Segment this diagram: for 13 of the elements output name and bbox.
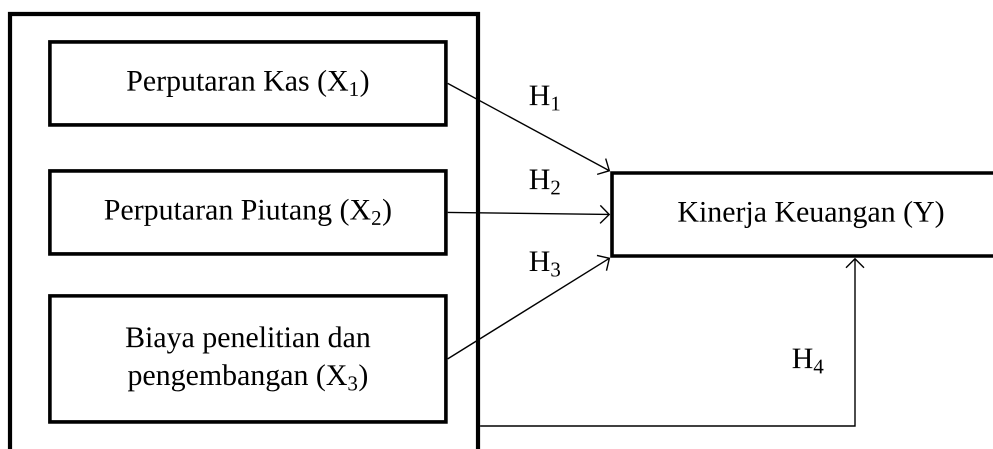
edge-label: H$_{2}$	[530, 170, 560, 194]
arrow	[447, 82, 610, 176]
variable-box: Kinerja Keuangan (Y)	[610, 171, 993, 258]
arrow	[447, 254, 610, 360]
box-frame	[8, 12, 480, 449]
arrow	[480, 258, 864, 427]
arrow	[448, 204, 610, 224]
variable-box: Biaya penelitian dan pengembangan (X$_{3}$)	[48, 294, 448, 424]
edge-label: H$_{3}$	[530, 251, 560, 277]
variable-box: Perputaran Piutang (X$_{2}$)	[48, 169, 448, 256]
edge-label: H$_{4}$	[792, 348, 824, 374]
edge-label: H$_{1}$	[530, 86, 560, 110]
variable-box: Perputaran Kas (X$_{1}$)	[48, 40, 448, 127]
